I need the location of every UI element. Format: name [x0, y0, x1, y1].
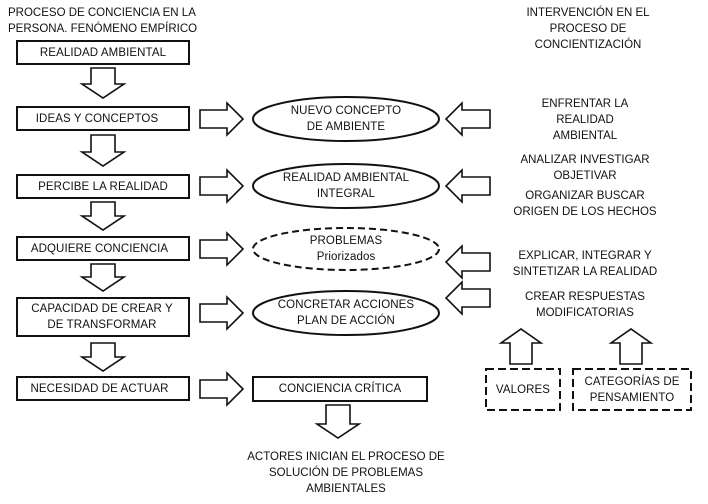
step-label-3: PERCIBE LA REALIDAD — [38, 180, 168, 193]
up-arrow-valores — [498, 328, 544, 365]
left-arrow-4 — [444, 280, 491, 316]
left-arrow-1 — [444, 101, 491, 137]
step-box-4 — [16, 236, 190, 261]
base-label-categorias: CATEGORÍAS DE PENSAMIENTO — [584, 375, 680, 404]
concept-label-4: CONCRETAR ACCIONES PLAN DE ACCIÓN — [277, 299, 415, 327]
up-arrow-categorias — [608, 328, 654, 365]
right-arrow-2 — [199, 168, 245, 204]
step-box-2 — [16, 106, 190, 131]
outcome-text: ACTORES INICIAN EL PROCESO DE SOLUCIÓN D… — [247, 451, 445, 495]
valores-box — [485, 368, 561, 411]
concept-ellipse-1 — [252, 96, 440, 142]
left-arrow-2 — [444, 168, 491, 204]
intervention-5: CREAR RESPUESTAS MODIFICATORIAS — [525, 291, 645, 319]
categorias-box — [572, 368, 692, 411]
concept-label-5: CONCIENCIA CRÍTICA — [278, 383, 402, 395]
concept-label-3: PROBLEMAS Priorizados — [309, 235, 383, 263]
intervention-2: ANALIZAR INVESTIGAR OBJETIVAR — [520, 154, 650, 182]
step-label-2: IDEAS Y CONCEPTOS — [35, 112, 159, 125]
right-arrow-5 — [199, 371, 245, 407]
intervention-1: ENFRENTAR LA REALIDAD AMBIENTAL — [541, 98, 629, 142]
step-box-5 — [16, 297, 190, 337]
step-label-5: CAPACIDAD DE CREAR Y DE TRANSFORMAR — [31, 303, 173, 331]
concept-ellipse-4 — [252, 290, 440, 336]
base-label-valores: VALORES — [495, 383, 551, 396]
concept-box-5 — [252, 376, 428, 402]
right-arrow-4 — [199, 295, 245, 331]
down-arrow-3 — [79, 201, 127, 231]
right-arrow-3 — [199, 231, 245, 267]
concept-ellipse-3 — [252, 227, 440, 271]
concept-label-1: NUEVO CONCEPTO DE AMBIENTE — [290, 105, 402, 133]
down-arrow-5 — [79, 342, 127, 372]
step-box-1 — [16, 40, 190, 65]
concept-label-2: REALIDAD AMBIENTAL INTEGRAL — [282, 172, 410, 200]
right-arrow-1 — [199, 101, 245, 137]
intervention-4: EXPLICAR, INTEGRAR Y SINTETIZAR LA REALI… — [512, 250, 658, 278]
left-arrow-3 — [444, 244, 491, 280]
right-header: INTERVENCIÓN EN EL PROCESO DE CONCIENTIZ… — [526, 7, 650, 51]
intervention-3: ORGANIZAR BUSCAR ORIGEN DE LOS HECHOS — [513, 190, 657, 218]
left-header: PROCESO DE CONCIENCIA EN LA PERSONA. FEN… — [8, 7, 198, 35]
step-label-1: REALIDAD AMBIENTAL — [39, 46, 167, 59]
step-box-3 — [16, 174, 190, 199]
step-box-6 — [16, 376, 190, 401]
down-arrow-2 — [79, 134, 127, 167]
down-arrow-4 — [79, 263, 127, 292]
step-label-4: ADQUIERE CONCIENCIA — [30, 242, 169, 255]
down-arrow-outcome — [314, 404, 362, 439]
step-label-6: NECESIDAD DE ACTUAR — [30, 382, 169, 395]
concept-ellipse-2 — [252, 163, 440, 209]
down-arrow-1 — [79, 67, 127, 99]
